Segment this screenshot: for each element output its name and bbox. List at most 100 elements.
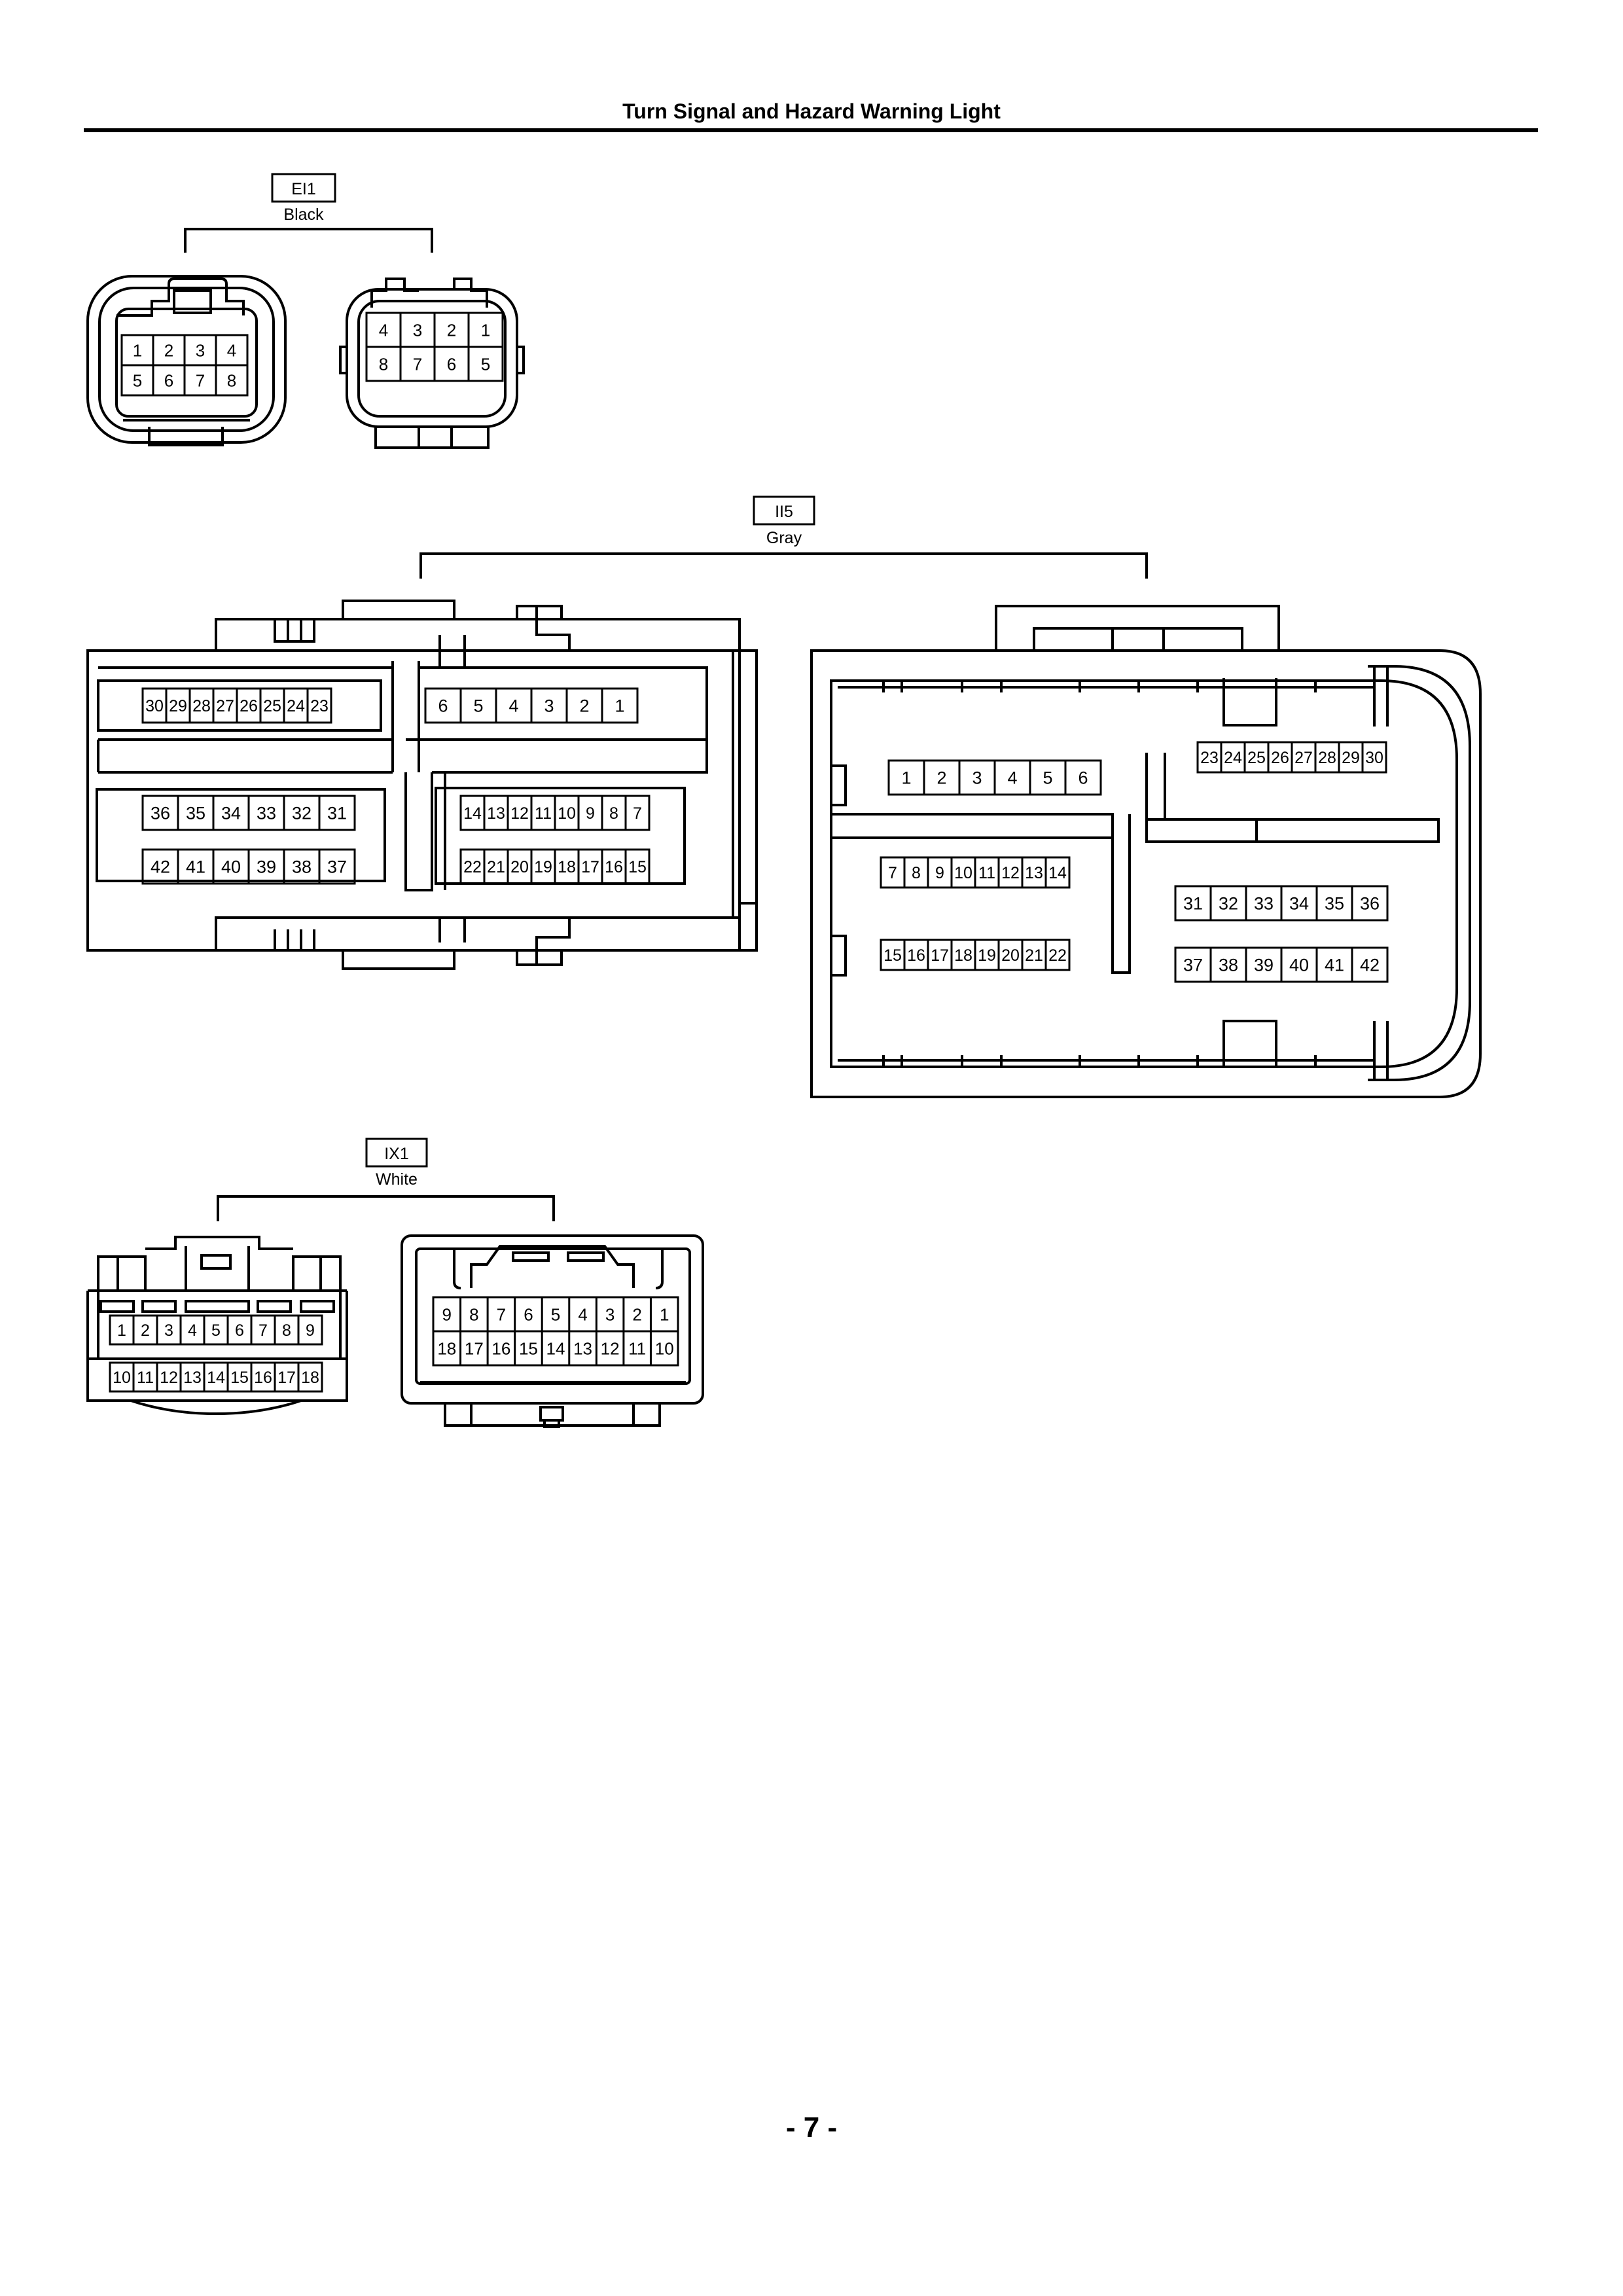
ix1-right-pin-5: 5: [551, 1304, 560, 1324]
ii5-left-pin-14: 14: [463, 804, 482, 823]
ix1-right-pin-17: 17: [465, 1338, 484, 1358]
ii5-left-pin-12: 12: [510, 804, 529, 823]
ii5-left-pin-31: 31: [327, 804, 347, 823]
ii5-right-pin-28: 28: [1318, 749, 1336, 767]
ei1-right-pin-1: 1: [481, 320, 490, 340]
ix1-right-pin-2: 2: [632, 1304, 641, 1324]
ei1-right-pin-8: 8: [379, 354, 388, 374]
connector-ei1-color: Black: [283, 206, 324, 224]
ix1-right-pin-10: 10: [655, 1338, 674, 1358]
page-number: - 7 -: [785, 2111, 838, 2144]
ii5-right-pin-11: 11: [978, 864, 995, 882]
ix1-right-pin-16: 16: [491, 1338, 510, 1358]
ii5-right-pin-2: 2: [936, 768, 946, 788]
ei1-right-pin-3: 3: [413, 320, 422, 340]
connector-ix1-color: White: [376, 1170, 418, 1189]
ix1-right-pin-11: 11: [628, 1338, 646, 1358]
ix1-left-pin-15: 15: [230, 1369, 249, 1387]
connector-ii5-housing-right: [810, 605, 1482, 1098]
ii5-left-pin-25: 25: [263, 697, 281, 715]
ii5-right-pin-22: 22: [1048, 946, 1067, 965]
ii5-left-pin-37: 37: [327, 857, 347, 877]
ii5-left-pin-26: 26: [240, 697, 258, 715]
ii5-right-pin-29: 29: [1342, 749, 1360, 767]
ii5-right-pin-14: 14: [1048, 864, 1067, 882]
ii5-left-pin-17: 17: [581, 858, 599, 876]
ii5-left-pin-9: 9: [586, 804, 595, 823]
ei1-left-pin-4: 4: [227, 340, 236, 360]
ix1-left-pin-17: 17: [277, 1369, 296, 1387]
ii5-right-pin-7: 7: [888, 864, 897, 882]
ix1-right-pin-13: 13: [573, 1338, 592, 1358]
ii5-right-pin-21: 21: [1025, 946, 1043, 965]
connector-ii5: II5 Gray: [86, 495, 1482, 1098]
connector-ix1-id: IX1: [384, 1145, 409, 1163]
ix1-left-pin-5: 5: [211, 1321, 221, 1340]
ix1-right-pin-row: [432, 1330, 679, 1367]
ix1-right-pin-6: 6: [524, 1304, 533, 1324]
ix1-right-pin-9: 9: [442, 1304, 452, 1324]
ix1-left-pin-18: 18: [301, 1369, 319, 1387]
ix1-right-pin-14: 14: [546, 1338, 565, 1358]
ii5-right-pin-35: 35: [1325, 894, 1344, 914]
ix1-left-pin-13: 13: [183, 1369, 202, 1387]
ii5-left-pin-27: 27: [216, 697, 234, 715]
header-rule: [84, 128, 1538, 132]
ii5-left-pin-11: 11: [535, 804, 552, 823]
ii5-left-pin-38: 38: [292, 857, 312, 877]
ii5-left-pin-16: 16: [605, 858, 623, 876]
ii5-left-pin-32: 32: [292, 804, 312, 823]
ii5-right-pin-40: 40: [1289, 956, 1309, 975]
ei1-right-pin-4: 4: [379, 320, 388, 340]
ei1-left-pin-8: 8: [227, 370, 236, 390]
ii5-left-pin-13: 13: [487, 804, 505, 823]
ii5-left-pin-1: 1: [615, 696, 624, 716]
ix1-right-pin-18: 18: [437, 1338, 456, 1358]
ii5-right-pin-4: 4: [1007, 768, 1017, 788]
ii5-right-pin-3: 3: [972, 768, 982, 788]
ix1-left-pin-1: 1: [117, 1321, 126, 1340]
connector-ix1-housing-left: [86, 1236, 348, 1416]
ii5-right-pin-5: 5: [1043, 768, 1052, 788]
ii5-left-pin-22: 22: [463, 858, 482, 876]
connector-ei1-id-box: [271, 173, 336, 203]
ii5-left-pin-4: 4: [508, 696, 518, 716]
page-title: Turn Signal and Hazard Warning Light: [622, 99, 1001, 123]
ii5-right-pin-15: 15: [883, 946, 902, 965]
ix1-right-pin-8: 8: [469, 1304, 478, 1324]
ii5-right-pin-6: 6: [1078, 768, 1088, 788]
ix1-left-pin-16: 16: [254, 1369, 272, 1387]
ii5-right-pin-38: 38: [1219, 956, 1238, 975]
connector-ei1-housing-left: [86, 275, 287, 446]
ii5-right-pin-26: 26: [1271, 749, 1289, 767]
ix1-left-pin-11: 11: [137, 1369, 154, 1387]
ix1-left-pin-3: 3: [164, 1321, 173, 1340]
ii5-left-pin-34: 34: [221, 804, 241, 823]
ix1-left-pin-14: 14: [207, 1369, 225, 1387]
ii5-right-pin-36: 36: [1360, 894, 1380, 914]
ix1-left-pin-2: 2: [141, 1321, 150, 1340]
ii5-right-pin-42: 42: [1360, 956, 1380, 975]
ii5-left-pin-10: 10: [558, 804, 576, 823]
ii5-left-pin-7: 7: [633, 804, 642, 823]
ii5-left-pin-19: 19: [534, 858, 552, 876]
ii5-right-pin-27: 27: [1294, 749, 1313, 767]
ii5-right-pin-17: 17: [931, 946, 949, 965]
ii5-left-pin-42: 42: [151, 857, 170, 877]
ii5-left-pin-40: 40: [221, 857, 241, 877]
ii5-right-pin-10: 10: [954, 864, 972, 882]
ix1-right-pin-1: 1: [660, 1304, 669, 1324]
connector-ii5-housing-left: [86, 600, 758, 970]
ii5-right-pin-24: 24: [1224, 749, 1242, 767]
ii5-left-pin-8: 8: [609, 804, 618, 823]
connector-ii5-bracket: [419, 552, 1148, 579]
ii5-right-pin-41: 41: [1325, 956, 1344, 975]
ei1-left-pin-6: 6: [164, 370, 173, 390]
ii5-right-pin-25: 25: [1247, 749, 1266, 767]
ix1-left-pin-6: 6: [235, 1321, 244, 1340]
